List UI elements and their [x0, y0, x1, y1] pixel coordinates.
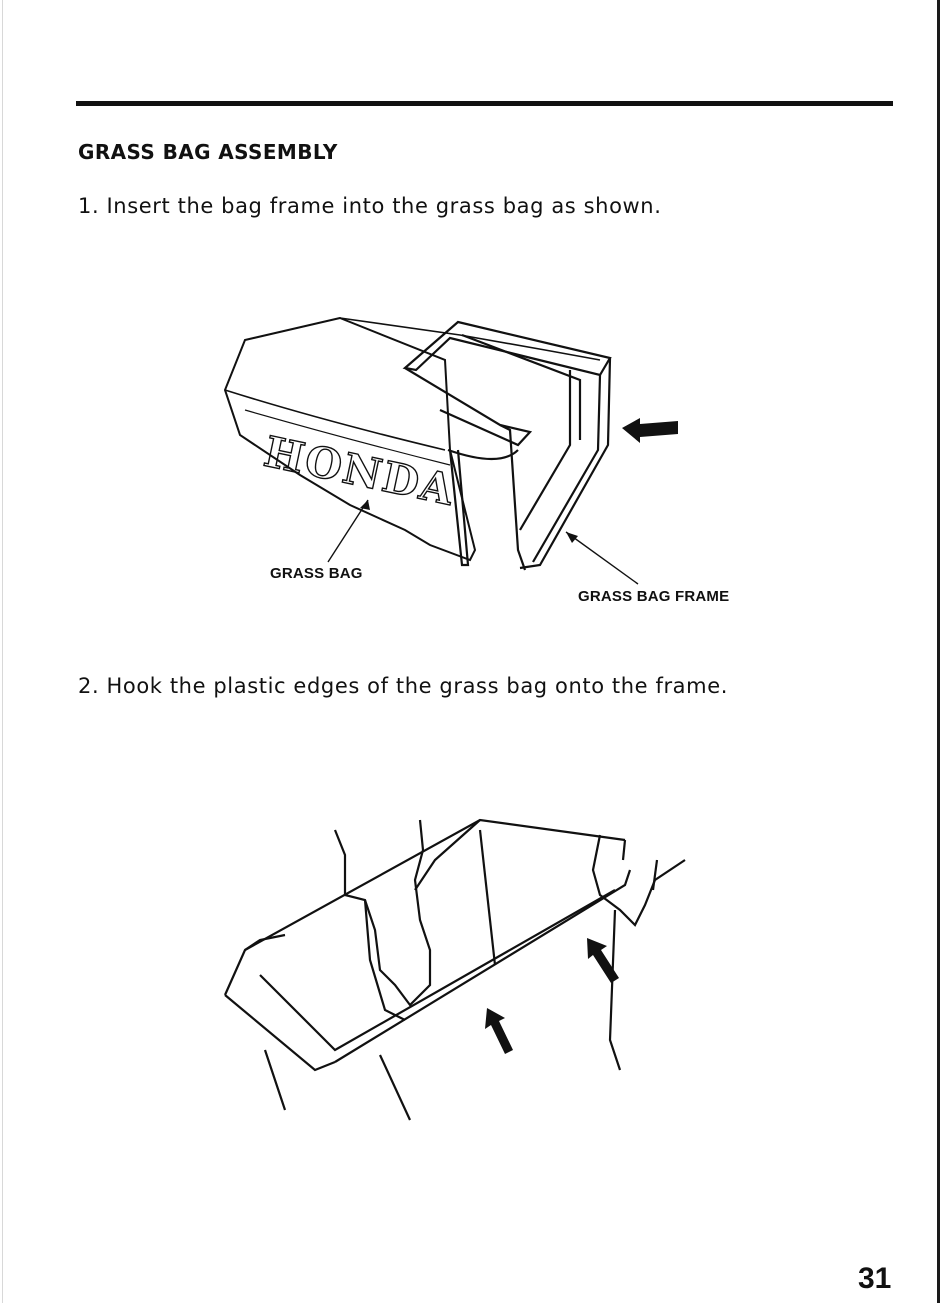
leader-grass-bag: [328, 500, 368, 562]
honda-logo: HONDA: [260, 427, 460, 515]
figure-hook-edges: [205, 800, 705, 1140]
hook-edges-illustration: [205, 800, 705, 1140]
left-arm: [335, 820, 430, 1005]
right-hand: [593, 835, 685, 925]
arrow-left-icon: [622, 418, 678, 443]
callout-grass-bag-frame: GRASS BAG FRAME: [578, 588, 729, 605]
page-left-edge: [2, 0, 3, 1303]
section-divider: [76, 101, 893, 106]
callout-grass-bag: GRASS BAG: [270, 565, 363, 582]
step-2-instruction: 2. Hook the plastic edges of the grass b…: [78, 674, 728, 698]
grass-bag-frame-drawing: [405, 322, 610, 570]
leader-grass-bag-frame: [566, 532, 638, 584]
page-number: 31: [858, 1262, 891, 1296]
page-right-edge: [937, 0, 940, 1303]
arrow-up-icon: [485, 1008, 513, 1054]
section-heading: GRASS BAG ASSEMBLY: [78, 140, 338, 164]
frame-top-edge: [245, 820, 625, 950]
step-1-instruction: 1. Insert the bag frame into the grass b…: [78, 194, 662, 218]
bag-inner-line: [480, 830, 495, 965]
